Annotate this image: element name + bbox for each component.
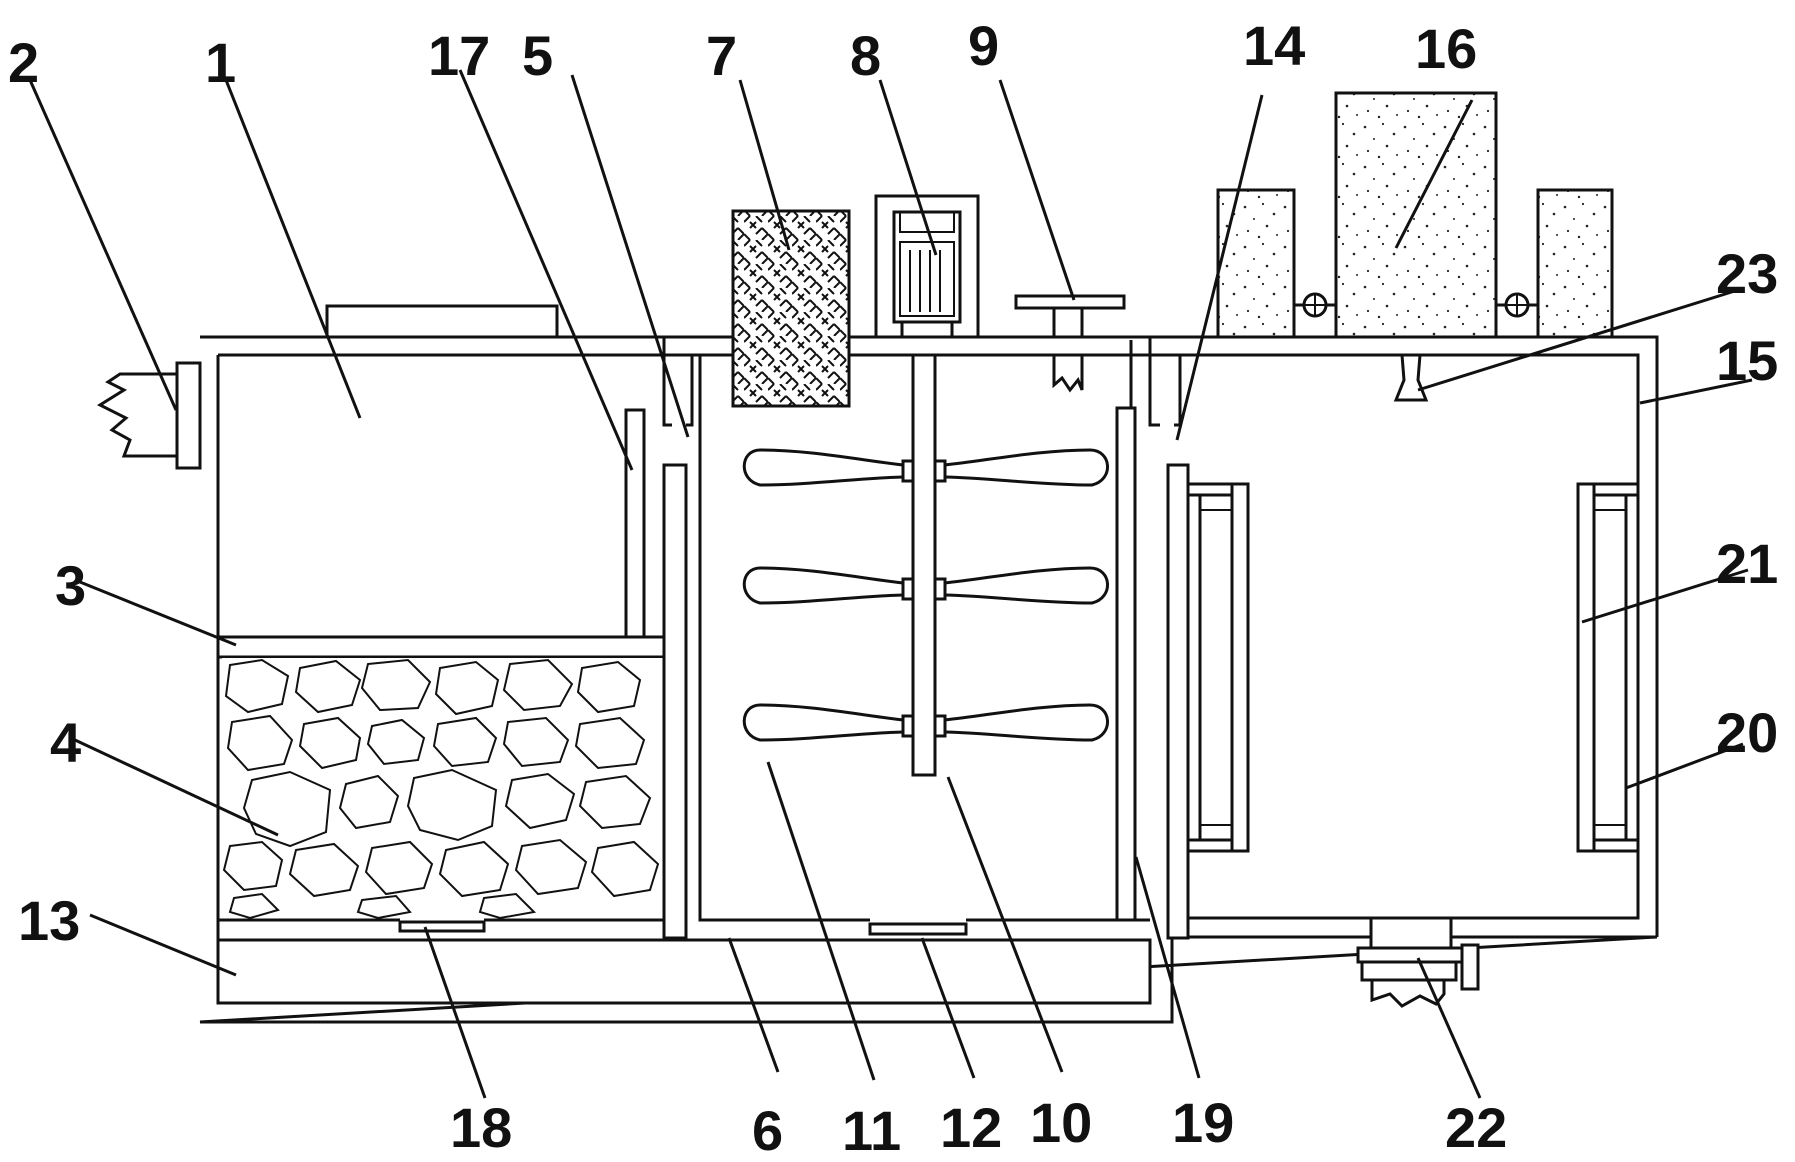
label-22: 22 — [1445, 1096, 1507, 1159]
label-17: 17 — [428, 24, 490, 87]
baffle-19 — [1115, 406, 1137, 922]
chemical-tank-center — [1334, 91, 1498, 339]
sludge-tank — [216, 938, 1152, 1005]
label-5: 5 — [522, 24, 553, 87]
label-20: 20 — [1716, 701, 1778, 764]
filter-chamber — [216, 337, 694, 940]
label-12: 12 — [940, 1096, 1002, 1159]
filter-plate — [216, 635, 666, 659]
label-18: 18 — [450, 1096, 512, 1159]
label-1: 1 — [205, 31, 236, 94]
chemical-tank-right — [1536, 188, 1614, 339]
label-3: 3 — [55, 554, 86, 617]
label-19: 19 — [1172, 1091, 1234, 1154]
label-7: 7 — [706, 24, 737, 87]
baffle — [624, 408, 646, 639]
partition-wall-1 — [662, 463, 688, 940]
partition-wall-2 — [1166, 463, 1190, 940]
label-16: 16 — [1415, 17, 1477, 80]
motor — [874, 194, 980, 339]
valve-12 — [868, 922, 968, 936]
drain-valve — [398, 920, 486, 933]
outlet-valve — [1356, 916, 1480, 1008]
lid — [325, 304, 559, 339]
number-labels: 2 1 17 5 7 8 9 14 16 23 15 21 20 3 4 13 … — [8, 14, 1778, 1162]
inlet-pipe — [96, 361, 202, 470]
label-21: 21 — [1716, 532, 1778, 595]
treatment-chamber — [1186, 91, 1640, 1008]
dosing-box — [731, 209, 851, 408]
stirring-blades — [742, 448, 1109, 742]
label-2: 2 — [8, 31, 39, 94]
chemical-tank-left — [1216, 188, 1296, 339]
label-6: 6 — [752, 1099, 783, 1162]
filter-stones — [222, 658, 664, 920]
label-15: 15 — [1716, 329, 1778, 392]
label-9: 9 — [968, 14, 999, 77]
label-14: 14 — [1243, 14, 1305, 77]
label-10: 10 — [1030, 1091, 1092, 1154]
leader-lines — [28, 69, 1753, 1099]
stirring-shaft — [911, 353, 937, 777]
label-11: 11 — [842, 1099, 901, 1162]
label-8: 8 — [850, 24, 881, 87]
dosing-pipe — [1014, 294, 1126, 393]
mixing-chamber — [698, 194, 1190, 940]
label-4: 4 — [50, 711, 81, 774]
label-23: 23 — [1716, 242, 1778, 305]
label-13: 13 — [18, 889, 80, 952]
